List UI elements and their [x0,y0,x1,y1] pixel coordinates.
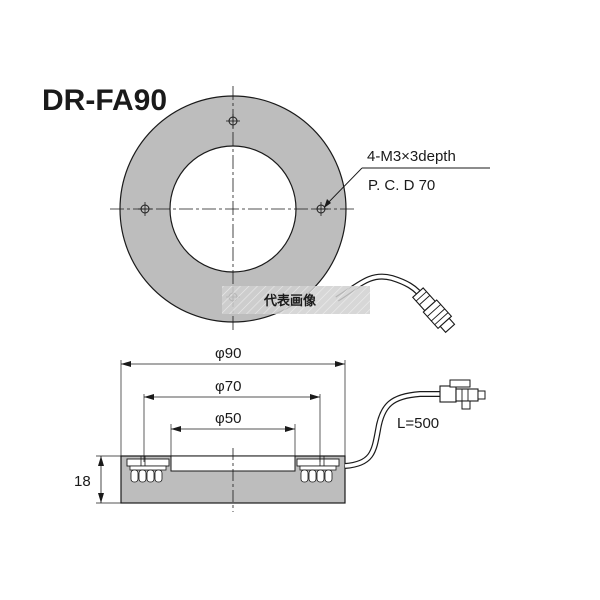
led-array-icon [126,456,170,483]
representative-image-hatch [222,286,370,314]
hole-leader-arrow [324,199,331,208]
representative-image-label: 代表画像 [263,293,317,308]
led-array-icon [296,456,340,483]
dimension-pcd-label: φ70 [215,378,241,395]
dimension-height [98,456,104,503]
mounting-hole-icon [314,202,328,216]
dimension-inner [171,426,295,432]
product-title: DR-FA90 [42,84,167,117]
dimension-inner-label: φ50 [215,410,241,427]
connector-icon [439,379,486,410]
dimension-pcd [144,394,320,400]
pcd-label: P. C. D 70 [368,177,435,194]
dimension-outer-label: φ90 [215,345,241,362]
mounting-hole-icon [226,114,240,128]
mounting-hole-icon [138,202,152,216]
dimension-outer [121,361,345,367]
top-view: 4-M3×3depth P. C. D 70 代表画像 [110,86,490,334]
side-cable [344,391,448,469]
side-view: φ90 φ70 φ50 18 [74,345,486,512]
connector-icon [411,287,456,334]
cable-length-label: L=500 [397,415,439,432]
hole-leader-line [324,167,363,207]
dimension-height-label: 18 [74,473,91,490]
hole-spec-label: 4-M3×3depth [367,148,456,165]
